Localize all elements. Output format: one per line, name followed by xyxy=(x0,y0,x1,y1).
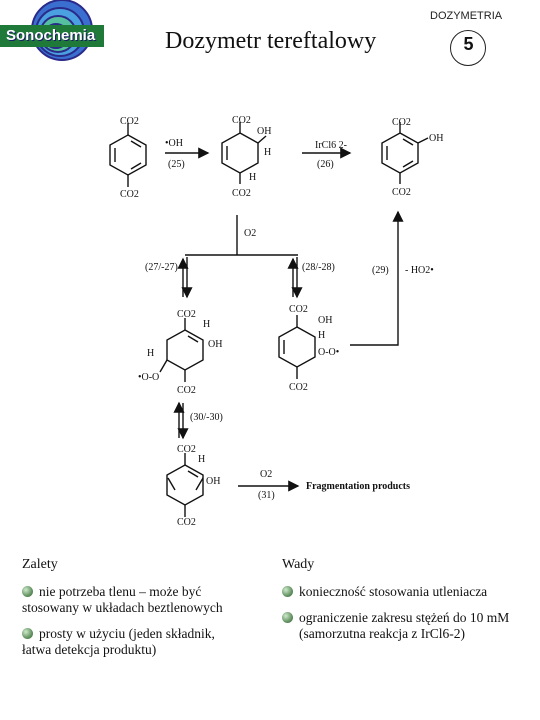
svg-text:CO2: CO2 xyxy=(177,309,196,320)
slide-number-badge xyxy=(450,30,486,66)
peroxyl-radical-right-molecule xyxy=(278,315,316,379)
terephthalate-molecule xyxy=(109,123,147,187)
svg-text:CO2: CO2 xyxy=(177,444,196,455)
oh-radical-label: •OH xyxy=(165,138,183,149)
svg-text:OH: OH xyxy=(429,133,443,144)
pros-item-1: nie potrzeba tlenu – może być stosowany … xyxy=(22,584,223,615)
svg-text:CO2: CO2 xyxy=(120,189,139,200)
svg-text:CO2: CO2 xyxy=(392,187,411,198)
minus-ho2-label: - HO2• xyxy=(405,265,434,276)
bullet-icon xyxy=(22,586,33,597)
svg-text:H: H xyxy=(198,454,205,465)
reaction-scheme: CO2 CO2 •OH (25) CO2 OH H H CO2 IrCl6 2-… xyxy=(109,115,443,528)
step-31-label: (31) xyxy=(258,490,275,501)
svg-text:CO2: CO2 xyxy=(177,517,196,528)
co2-label: CO2 xyxy=(120,116,139,127)
sonochemia-logo xyxy=(0,0,104,61)
o2-label: O2 xyxy=(244,228,256,239)
svg-text:H: H xyxy=(318,330,325,341)
slide-number: 5 xyxy=(463,34,474,54)
section-label: DOZYMETRIA xyxy=(430,10,503,22)
hydroxyterephthalate-molecule xyxy=(381,122,429,184)
svg-text:OH: OH xyxy=(206,476,220,487)
oh-adduct-radical-molecule xyxy=(221,122,267,184)
cons-item-2: ograniczenie zakresu stężeń do 10 mM (sa… xyxy=(282,610,532,642)
bullet-icon xyxy=(282,612,293,623)
cons-title: Wady xyxy=(282,557,315,572)
svg-text:H: H xyxy=(264,147,271,158)
page-title: Dozymetr tereftalowy xyxy=(165,28,377,54)
svg-text:H: H xyxy=(203,319,210,330)
peroxyl-right-label: O-O• xyxy=(318,347,339,358)
arrow-step-29 xyxy=(350,210,404,346)
svg-text:H: H xyxy=(249,172,256,183)
step-25-label: (25) xyxy=(168,159,185,170)
oxidant-label: IrCl6 2- xyxy=(315,140,347,151)
step-26-label: (26) xyxy=(317,159,334,170)
peroxyl-label: •O-O xyxy=(138,372,159,383)
bullet-icon xyxy=(282,586,293,597)
svg-text:CO2: CO2 xyxy=(232,188,251,199)
svg-text:H: H xyxy=(147,348,154,359)
svg-text:CO2: CO2 xyxy=(392,117,411,128)
step-30-label: (30/-30) xyxy=(190,412,223,423)
bullet-icon xyxy=(22,628,33,639)
o2-31-label: O2 xyxy=(260,469,272,480)
svg-text:OH: OH xyxy=(257,126,271,137)
step-28-label: (28/-28) xyxy=(302,262,335,273)
svg-text:CO2: CO2 xyxy=(232,115,251,126)
endoperoxide-molecule xyxy=(166,453,204,517)
svg-text:CO2: CO2 xyxy=(177,385,196,396)
svg-text:OH: OH xyxy=(318,315,332,326)
cons-item-1: konieczność stosowania utleniacza xyxy=(282,584,532,600)
step-27-label: (27/-27) xyxy=(145,262,178,273)
pros-item-2: prosty w użyciu (jeden składnik, łatwa d… xyxy=(22,626,215,657)
pros-title: Zalety xyxy=(22,557,58,572)
step-29-label: (29) xyxy=(372,265,389,276)
svg-text:CO2: CO2 xyxy=(289,304,308,315)
peroxyl-radical-left-molecule xyxy=(159,318,204,382)
svg-text:OH: OH xyxy=(208,339,222,350)
svg-text:CO2: CO2 xyxy=(289,382,308,393)
logo-text: Sonochemia xyxy=(6,27,96,44)
fragmentation-label: Fragmentation products xyxy=(306,481,410,492)
